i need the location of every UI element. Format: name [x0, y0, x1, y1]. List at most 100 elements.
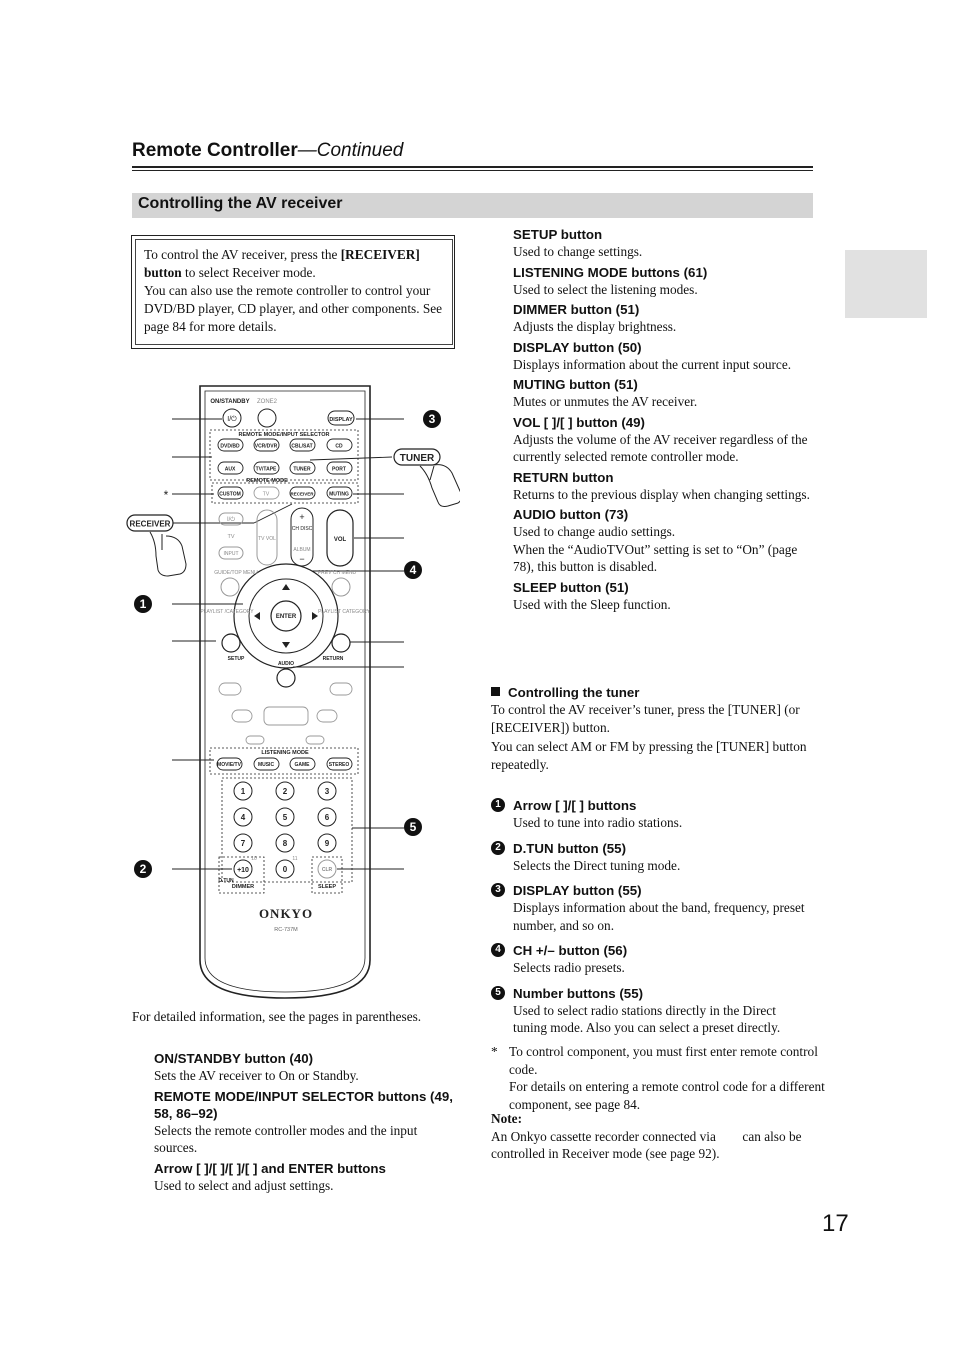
- entry-title: DIMMER button (51): [513, 302, 640, 317]
- footnote: * To control component, you must first e…: [491, 1043, 831, 1113]
- asterisk-marker: *: [164, 488, 169, 502]
- remote-label-input: INPUT: [224, 551, 239, 557]
- remote-label-tv-mode: TV: [263, 492, 270, 498]
- remote-label-tuner: TUNER: [293, 467, 311, 473]
- remote-label-playlist-left: PLAYLIST /CATEGORY: [200, 609, 254, 615]
- section-title: Controlling the AV receiver: [138, 195, 343, 212]
- remote-label-custom: CUSTOM: [219, 492, 241, 498]
- list-item: ON/STANDBY button (40) Sets the AV recei…: [154, 1050, 454, 1085]
- list-item: MUTING button (51)Mutes or unmutes the A…: [513, 376, 818, 411]
- entry-title: CH +/– button (56): [513, 943, 628, 958]
- remote-label-muting: MUTING: [329, 492, 349, 498]
- list-item: LISTENING MODE buttons (61)Used to selec…: [513, 264, 818, 299]
- detail-note: For detailed information, see the pages …: [132, 1009, 422, 1024]
- callout-2: 2: [140, 862, 147, 876]
- remote-digit-clr: CLR: [322, 867, 333, 873]
- remote-model: RC-737M: [274, 927, 298, 933]
- entry-title: Number buttons (55): [513, 985, 644, 1001]
- remote-label-ch-disc: CH DISC: [292, 526, 313, 532]
- entry-desc: Adjusts the display brightness.: [513, 319, 677, 334]
- remote-label-stereo: STEREO: [329, 762, 350, 768]
- remote-label-listening-mode: LISTENING MODE: [261, 750, 309, 756]
- entry-desc: Selects the remote controller modes and …: [154, 1122, 418, 1156]
- remote-digit-7: 7: [241, 839, 246, 848]
- tuner-paragraph-1: To control the AV receiver’s tuner, pres…: [491, 702, 800, 735]
- entry-title: REMOTE MODE/INPUT SELECTOR buttons (49, …: [154, 1088, 453, 1121]
- remote-digit-plus10: +10: [237, 867, 249, 874]
- tuner-paragraph-2: You can select AM or FM by pressing the …: [491, 739, 807, 772]
- tuner-section: Controlling the tuner To control the AV …: [491, 684, 811, 773]
- remote-digit-6: 6: [325, 813, 330, 822]
- entry-title: Arrow [ ]/[ ] buttons: [513, 798, 637, 813]
- remote-label-tv-vol: TV VOL: [258, 536, 276, 542]
- entry-desc: Displays information about the current i…: [513, 356, 792, 372]
- list-item: AUDIO button (73)Used to change audio se…: [513, 506, 818, 576]
- remote-label-on-standby: ON/STANDBY: [210, 399, 249, 405]
- running-head-title: Remote Controller: [132, 140, 298, 161]
- square-bullet-icon: [491, 687, 500, 696]
- footnote-line-1: To control component, you must first ent…: [509, 1044, 818, 1077]
- intro-text-pre: To control the AV receiver, press the: [144, 247, 341, 262]
- remote-illustration: ON/STANDBY ZONE2 I/⏻ DISPLAY REMOTE MODE…: [126, 385, 460, 999]
- remote-digit-8: 8: [283, 839, 288, 848]
- remote-digit-3: 3: [325, 787, 330, 796]
- remote-label-dtun: D.TUN: [218, 878, 234, 884]
- entry-title: RETURN button: [513, 469, 614, 485]
- number-badge: 5: [491, 985, 505, 1000]
- remote-label-dvd: DVD/BD: [220, 444, 240, 450]
- entry-title: ON/STANDBY button (40): [154, 1051, 314, 1066]
- entry-title: LISTENING MODE buttons (61): [513, 264, 708, 280]
- remote-label-aux: AUX: [225, 467, 236, 473]
- note-label: Note:: [491, 1111, 523, 1126]
- remote-label-tv: TV: [227, 534, 234, 540]
- intro-text-post: to select Receiver mode.: [181, 265, 316, 280]
- list-item: VOL [ ]/[ ] button (49)Adjusts the volum…: [513, 414, 818, 466]
- remote-label-vol: VOL: [334, 537, 347, 543]
- entry-desc: Used to select radio stations directly i…: [513, 1002, 781, 1036]
- left-entry-list: ON/STANDBY button (40) Sets the AV recei…: [154, 1050, 454, 1197]
- remote-label-remote-mode: REMOTE MODE: [246, 478, 288, 484]
- remote-label-enter: ENTER: [276, 614, 297, 620]
- remote-label-prev-ch: PREV CH MENU: [318, 570, 357, 576]
- entry-title: SLEEP button (51): [513, 579, 629, 595]
- entry-desc: Selects the Direct tuning mode.: [513, 857, 681, 873]
- note-text: An Onkyo cassette recorder connected via…: [491, 1128, 805, 1162]
- number-badge: 2: [491, 840, 505, 855]
- remote-label-cbl: CBL/SAT: [291, 444, 312, 450]
- remote-digit-9: 9: [325, 839, 330, 848]
- remote-label-game: GAME: [295, 762, 311, 768]
- callout-5: 5: [410, 820, 417, 834]
- entry-desc: Used to select and adjust settings.: [154, 1177, 334, 1193]
- number-badge: 4: [491, 943, 505, 957]
- entry-title: VOL [ ]/[ ] button (49): [513, 414, 645, 430]
- remote-digit-0: 0: [283, 865, 288, 874]
- footnote-line-2: For details on entering a remote control…: [509, 1079, 825, 1112]
- remote-label-zone2: ZONE2: [257, 399, 278, 405]
- list-item: DISPLAY button (50)Displays information …: [513, 339, 818, 374]
- entry-desc: Used with the Sleep function.: [513, 596, 671, 612]
- entry-desc-2: When the “AudioTVOut” setting is set to …: [513, 541, 798, 575]
- remote-label-setup: SETUP: [228, 656, 245, 662]
- running-head-suffix: —Continued: [297, 140, 404, 161]
- number-badge: 3: [491, 883, 505, 897]
- intro-box: To control the AV receiver, press the [R…: [135, 239, 453, 345]
- intro-box-outer: [131, 235, 455, 349]
- entry-title: SETUP button: [513, 227, 603, 242]
- entry-desc: Mutes or unmutes the AV receiver.: [513, 394, 698, 409]
- number-badge: 1: [491, 798, 505, 812]
- list-item: Arrow [ ]/[ ]/[ ]/[ ] and ENTER buttons …: [154, 1160, 454, 1195]
- entry-title: DISPLAY button (55): [513, 883, 642, 898]
- remote-digit-1: 1: [241, 787, 246, 796]
- note-block: Note: An Onkyo cassette recorder connect…: [491, 1110, 813, 1163]
- list-item: DIMMER button (51) Adjusts the display br…: [513, 301, 818, 336]
- callout-4: 4: [410, 563, 417, 577]
- remote-label-movie: MOVIE/TV: [217, 762, 242, 768]
- entry-title: Arrow [ ]/[ ]/[ ]/[ ] and ENTER buttons: [154, 1160, 386, 1176]
- callout-3: 3: [429, 412, 436, 426]
- entry-desc: Returns to the previous display when cha…: [513, 486, 810, 502]
- header-rule: [132, 166, 813, 171]
